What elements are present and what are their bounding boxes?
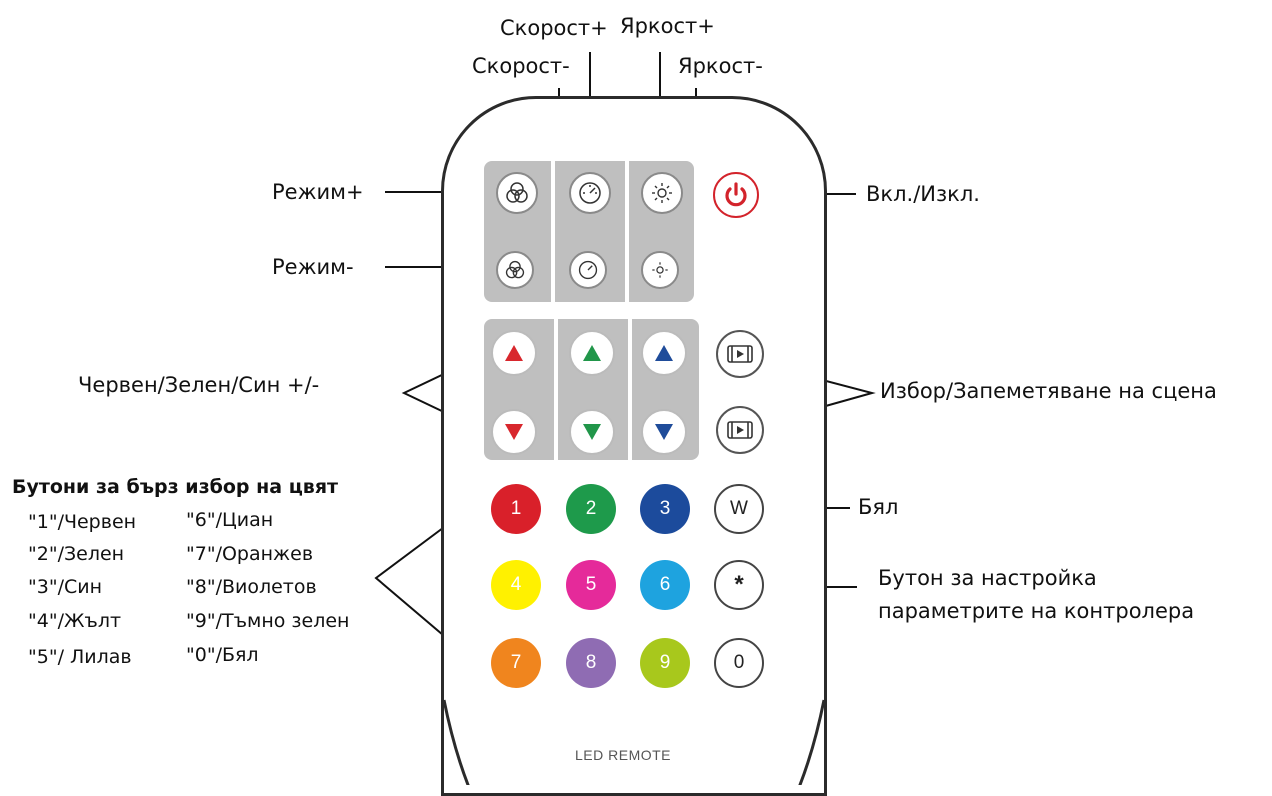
sun-icon — [652, 183, 672, 203]
speedometer-icon — [579, 182, 601, 204]
power-label: Вкл./Изкл. — [866, 182, 980, 206]
triangle-down-icon — [655, 424, 673, 440]
speed-plus-button[interactable] — [569, 172, 611, 214]
key-5-button[interactable]: 5 — [566, 560, 616, 610]
scene-button-2[interactable] — [716, 406, 764, 454]
triangle-up-icon — [583, 345, 601, 361]
brightness-plus-label: Яркост+ — [620, 14, 715, 38]
mode-icon — [506, 182, 528, 203]
film-icon — [727, 421, 753, 439]
red-up-button[interactable] — [491, 330, 537, 376]
rgb-label: Червен/Зелен/Син +/- — [78, 373, 320, 397]
mode-icon — [505, 260, 525, 279]
key-7-button[interactable]: 7 — [491, 638, 541, 688]
triangle-up-icon — [655, 345, 673, 361]
settings-label-line2: параметрите на контролера — [878, 599, 1195, 623]
brand-label: LED REMOTE — [575, 747, 672, 763]
quick-color-2: "2"/Зелен — [28, 543, 125, 565]
quick-color-9: "9"/Тъмно зелен — [186, 610, 350, 632]
line-quick — [374, 512, 464, 653]
panel-separator — [628, 319, 632, 460]
white-label: Бял — [858, 495, 899, 519]
key-0-button[interactable]: 0 — [714, 638, 764, 688]
quick-color-8: "8"/Виолетов — [186, 576, 317, 598]
quick-color-0: "0"/Бял — [186, 644, 259, 666]
key-4-button[interactable]: 4 — [491, 560, 541, 610]
speed-minus-label: Скорост- — [472, 54, 570, 78]
quick-color-3: "3"/Син — [28, 576, 103, 598]
speed-plus-label: Скорост+ — [500, 16, 608, 40]
blue-up-button[interactable] — [641, 330, 687, 376]
key-1-button[interactable]: 1 — [491, 484, 541, 534]
settings-button[interactable]: * — [714, 560, 764, 610]
scene-label: Избор/Запеметяване на сцена — [880, 379, 1217, 403]
mode-minus-button[interactable] — [496, 251, 534, 289]
green-up-button[interactable] — [569, 330, 615, 376]
quick-color-7: "7"/Оранжев — [186, 543, 314, 565]
power-button[interactable] — [713, 172, 759, 218]
green-down-button[interactable] — [569, 409, 615, 455]
speedometer-icon — [578, 260, 598, 280]
settings-label-line1: Бутон за настройка — [878, 566, 1097, 590]
quick-colors-heading: Бутони за бърз избор на цвят — [12, 476, 339, 498]
key-9-button[interactable]: 9 — [640, 638, 690, 688]
key-6-button[interactable]: 6 — [640, 560, 690, 610]
film-icon — [727, 345, 753, 363]
quick-color-1: "1"/Червен — [28, 511, 137, 533]
triangle-up-icon — [505, 345, 523, 361]
key-3-button[interactable]: 3 — [640, 484, 690, 534]
brightness-minus-label: Яркост- — [678, 54, 763, 78]
triangle-down-icon — [505, 424, 523, 440]
quick-color-6: "6"/Циан — [186, 509, 274, 531]
white-button[interactable]: W — [714, 484, 764, 534]
sun-icon — [652, 262, 668, 278]
quick-color-5: "5"/ Лилав — [28, 646, 132, 668]
red-down-button[interactable] — [491, 409, 537, 455]
panel-separator — [554, 319, 558, 460]
brightness-minus-button[interactable] — [641, 251, 679, 289]
mode-minus-label: Режим- — [272, 255, 354, 279]
triangle-down-icon — [583, 424, 601, 440]
brightness-plus-button[interactable] — [641, 172, 683, 214]
key-8-button[interactable]: 8 — [566, 638, 616, 688]
mode-plus-button[interactable] — [496, 172, 538, 214]
panel-separator — [551, 161, 555, 302]
scene-button-1[interactable] — [716, 330, 764, 378]
mode-plus-label: Режим+ — [272, 180, 364, 204]
key-2-button[interactable]: 2 — [566, 484, 616, 534]
panel-separator — [625, 161, 629, 302]
quick-color-4: "4"/Жълт — [28, 610, 122, 632]
speed-minus-button[interactable] — [569, 251, 607, 289]
blue-down-button[interactable] — [641, 409, 687, 455]
power-icon — [725, 182, 747, 207]
